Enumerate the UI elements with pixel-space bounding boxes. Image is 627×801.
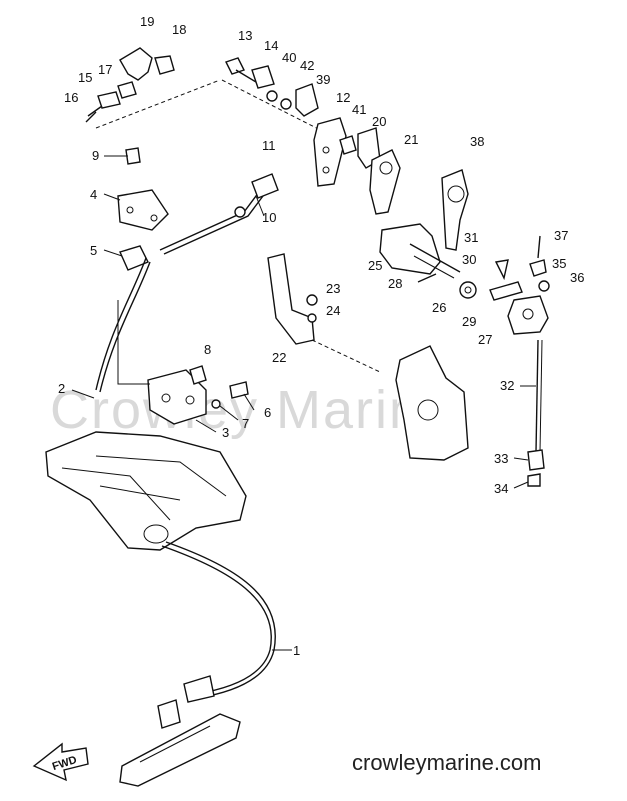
- part-label-14: 14: [264, 38, 278, 53]
- part-label-31: 31: [464, 230, 478, 245]
- part-group-pivot: [221, 57, 341, 141]
- part-label-9: 9: [92, 148, 99, 163]
- part-label-3: 3: [222, 425, 229, 440]
- part-label-8: 8: [204, 342, 211, 357]
- part-label-28: 28: [388, 276, 402, 291]
- part-group-small-parts: [459, 235, 550, 335]
- part-label-11: 11: [262, 138, 276, 153]
- part-group-rod: [527, 339, 545, 487]
- part-group-levers: [369, 149, 469, 251]
- part-label-16: 16: [64, 90, 78, 105]
- part-label-33: 33: [494, 451, 508, 466]
- part-group-cable-upper: [95, 173, 279, 393]
- part-label-32: 32: [500, 378, 514, 393]
- part-label-36: 36: [570, 270, 584, 285]
- watermark-text: Crowley Marine: [50, 380, 453, 440]
- part-group-bracket: [313, 117, 381, 187]
- site-url: crowleymarine.com: [352, 750, 542, 775]
- part-label-40: 40: [282, 50, 296, 65]
- part-label-6: 6: [264, 405, 271, 420]
- part-label-27: 27: [478, 332, 492, 347]
- part-group-housing: [45, 431, 247, 551]
- part-label-18: 18: [172, 22, 186, 37]
- part-label-30: 30: [462, 252, 476, 267]
- part-number-labels: 1 2 3 4 5 6 7 8 9 10 11 12 13 14 15 16 1…: [58, 14, 584, 658]
- part-label-17: 17: [98, 62, 112, 77]
- part-group-clamps: [117, 147, 169, 271]
- part-group-shaft: [379, 223, 461, 283]
- part-label-41: 41: [352, 102, 366, 117]
- part-label-2: 2: [58, 381, 65, 396]
- part-label-39: 39: [316, 72, 330, 87]
- part-label-38: 38: [470, 134, 484, 149]
- part-label-21: 21: [404, 132, 418, 147]
- part-label-13: 13: [238, 28, 252, 43]
- part-label-34: 34: [494, 481, 508, 496]
- part-label-25: 25: [368, 258, 382, 273]
- part-group-shift-lever: [267, 253, 469, 461]
- part-label-22: 22: [272, 350, 286, 365]
- part-group-shift-link: [85, 47, 221, 129]
- part-label-1: 1: [293, 643, 300, 658]
- part-group-cable-lower: [119, 541, 276, 787]
- part-group-mount: [117, 300, 249, 425]
- part-label-23: 23: [326, 281, 340, 296]
- part-label-35: 35: [552, 256, 566, 271]
- part-label-20: 20: [372, 114, 386, 129]
- part-label-4: 4: [90, 187, 97, 202]
- part-label-15: 15: [78, 70, 92, 85]
- leader-lines: [71, 155, 536, 651]
- part-label-29: 29: [462, 314, 476, 329]
- part-label-42: 42: [300, 58, 314, 73]
- part-label-7: 7: [242, 416, 249, 431]
- part-label-24: 24: [326, 303, 340, 318]
- part-label-37: 37: [554, 228, 568, 243]
- fwd-arrow-badge: FWD: [32, 742, 89, 782]
- part-label-12: 12: [336, 90, 350, 105]
- part-label-5: 5: [90, 243, 97, 258]
- part-label-26: 26: [432, 300, 446, 315]
- part-label-19: 19: [140, 14, 154, 29]
- part-label-10: 10: [262, 210, 276, 225]
